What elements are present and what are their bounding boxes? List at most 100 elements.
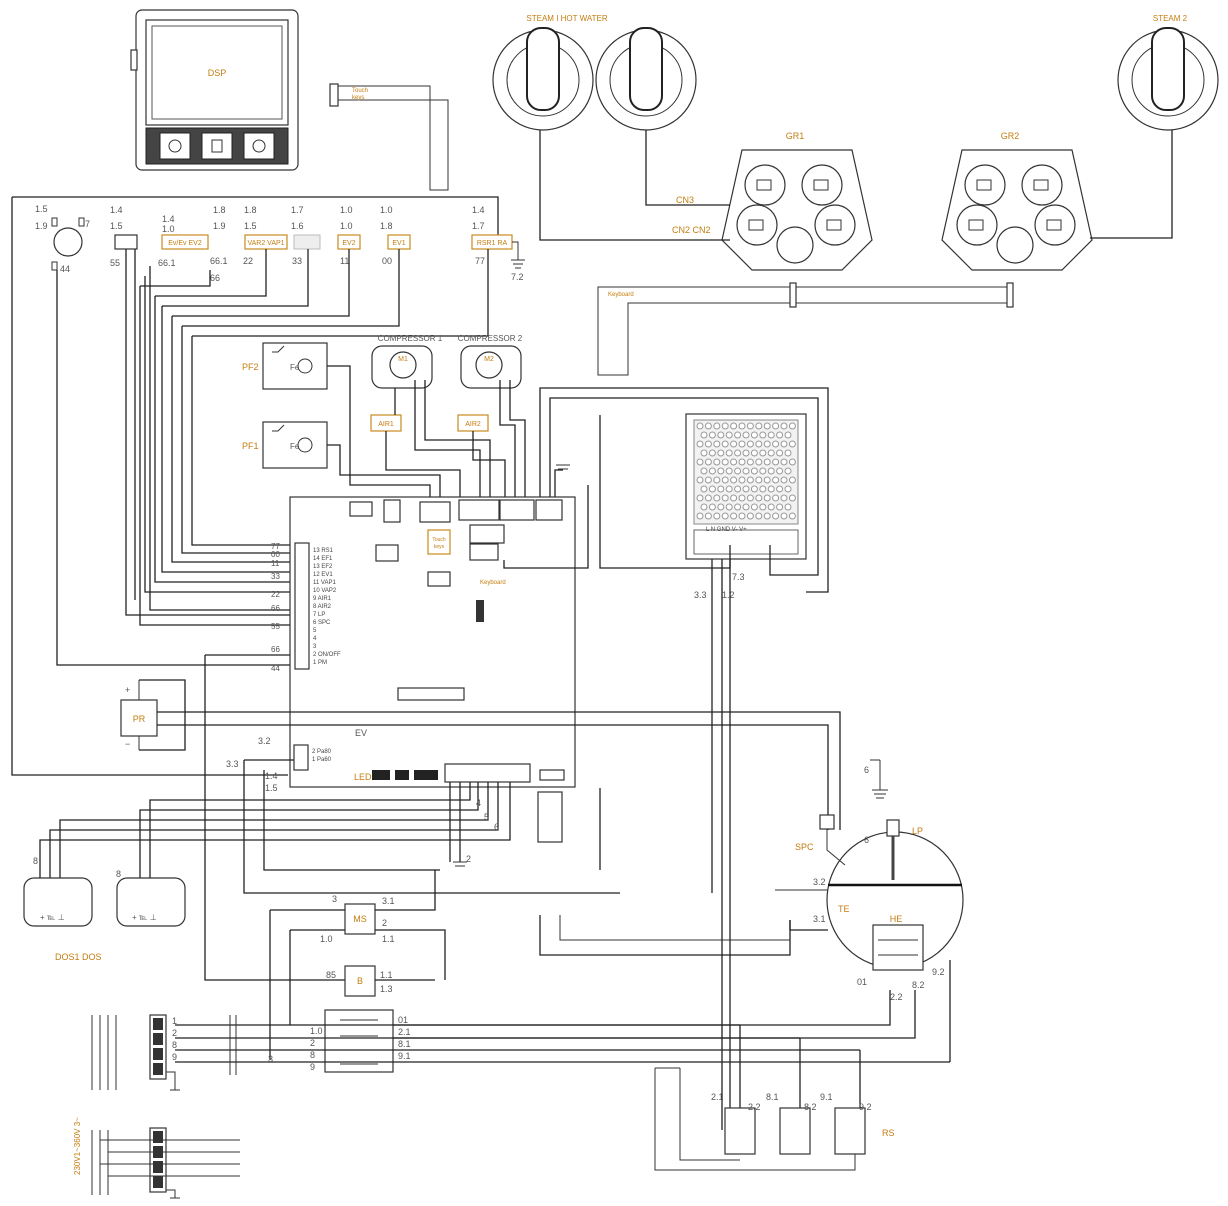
pcb-pin-label: 1 PM <box>313 660 327 666</box>
svg-text:8.2: 8.2 <box>912 980 925 990</box>
svg-text:1.2: 1.2 <box>722 590 735 600</box>
svg-text:AIR2: AIR2 <box>465 421 481 428</box>
vent-hole <box>746 512 754 520</box>
touch-keys-cable: Touch keys <box>329 83 449 191</box>
pf1-switch: Fe PF1 <box>242 421 441 500</box>
svg-text:1.5: 1.5 <box>265 783 278 793</box>
group-head-gr1 <box>721 149 873 271</box>
pcb-pin-label: 9 AIR1 <box>313 596 332 602</box>
pcb-pin-label: 6 SPC <box>313 620 331 626</box>
svg-text:Touch: Touch <box>432 537 446 543</box>
svg-text:3: 3 <box>332 894 337 904</box>
vent-hole <box>742 467 750 475</box>
vent-hole <box>730 494 738 502</box>
pcb-pin-label: 7 LP <box>313 612 325 618</box>
svg-text:1.0: 1.0 <box>340 221 353 231</box>
svg-text:1.0: 1.0 <box>380 205 393 215</box>
pcb-left-number: 00 <box>271 550 280 559</box>
vent-hole <box>763 422 771 430</box>
svg-text:66.1: 66.1 <box>158 258 176 268</box>
svg-text:8: 8 <box>116 869 121 879</box>
pcb-pin-label: 4 <box>313 636 317 642</box>
svg-text:3.1: 3.1 <box>813 914 826 924</box>
svg-text:00: 00 <box>382 256 392 266</box>
svg-text:M2: M2 <box>484 356 494 363</box>
vent-hole <box>708 485 716 493</box>
vent-hole <box>759 503 767 511</box>
vent-hole <box>696 440 704 448</box>
vent-hole <box>742 431 750 439</box>
vent-hole <box>721 422 729 430</box>
svg-text:RS: RS <box>882 1128 895 1138</box>
svg-text:1.3: 1.3 <box>380 984 393 994</box>
vent-hole <box>721 440 729 448</box>
svg-text:1.7: 1.7 <box>291 205 304 215</box>
supply-lines <box>175 960 951 1130</box>
svg-text:1.8: 1.8 <box>213 205 226 215</box>
pcb-left-number: 33 <box>271 572 280 581</box>
gr2-label: GR2 <box>1001 131 1020 141</box>
vent-hole <box>725 431 733 439</box>
line-number: 1 <box>172 1016 177 1026</box>
svg-text:+ ℡ ⊥: + ℡ ⊥ <box>132 913 157 922</box>
svg-text:7: 7 <box>85 219 90 229</box>
svg-text:1.1: 1.1 <box>380 970 393 980</box>
pcb-pin-label: 1 Pa60 <box>312 757 332 763</box>
svg-text:L N GND V- V+: L N GND V- V+ <box>706 527 747 533</box>
vent-hole <box>780 458 788 466</box>
vent-hole <box>750 503 758 511</box>
svg-text:DOS1 DOS: DOS1 DOS <box>55 952 102 962</box>
line-number: 9 <box>310 1062 315 1072</box>
pr-relay: PR + − <box>120 679 841 830</box>
svg-text:EV2: EV2 <box>342 240 355 247</box>
vent-hole <box>750 449 758 457</box>
vent-hole <box>776 485 784 493</box>
svg-text:Keyboard: Keyboard <box>480 580 506 586</box>
vent-hole <box>767 449 775 457</box>
svg-text:8.2: 8.2 <box>804 1102 817 1112</box>
svg-text:3.2: 3.2 <box>813 877 826 887</box>
cn3-label: CN3 <box>676 195 694 205</box>
line-number: 9 <box>172 1052 177 1062</box>
line-number: 8.1 <box>398 1039 411 1049</box>
pcb-pin-label: 5 <box>313 628 317 634</box>
svg-text:PF2: PF2 <box>242 362 259 372</box>
vent-hole <box>750 431 758 439</box>
vent-hole <box>738 512 746 520</box>
svg-text:7.2: 7.2 <box>511 272 524 282</box>
svg-text:1.0: 1.0 <box>162 224 175 234</box>
compressor-2: COMPRESSOR 2 M2 AIR2 <box>457 334 526 500</box>
doser-dos2: + ℡ ⊥ <box>116 877 186 927</box>
svg-text:COMPRESSOR 2: COMPRESSOR 2 <box>458 334 523 343</box>
vent-hole <box>767 485 775 493</box>
line-number: 9.1 <box>398 1051 411 1061</box>
svg-text:2.2: 2.2 <box>748 1102 761 1112</box>
svg-text:3: 3 <box>268 1054 273 1064</box>
vent-hole <box>700 431 708 439</box>
svg-text:44: 44 <box>60 264 70 274</box>
vent-hole <box>784 503 792 511</box>
vent-hole <box>776 503 784 511</box>
svg-text:MS: MS <box>353 914 367 924</box>
pcb-left-number: 66 <box>271 604 280 613</box>
vent-hole <box>734 449 742 457</box>
vent-hole <box>763 494 771 502</box>
vent-hole <box>755 512 763 520</box>
svg-text:85: 85 <box>326 970 336 980</box>
svg-text:1.1: 1.1 <box>382 934 395 944</box>
vent-hole <box>750 485 758 493</box>
svg-text:4: 4 <box>476 798 481 808</box>
steam-knob-1 <box>492 27 594 131</box>
vent-hole <box>704 512 712 520</box>
svg-text:M1: M1 <box>398 356 408 363</box>
vent-hole <box>738 440 746 448</box>
line-number: 01 <box>398 1015 408 1025</box>
vent-hole <box>734 485 742 493</box>
main-pcb: Touch keys Keyboard LED EV <box>289 485 589 788</box>
vent-hole <box>730 440 738 448</box>
vent-hole <box>717 503 725 511</box>
pcb-pin-label: 3 <box>313 644 317 650</box>
svg-text:RSR1 RA: RSR1 RA <box>477 240 508 247</box>
vent-hole <box>708 431 716 439</box>
